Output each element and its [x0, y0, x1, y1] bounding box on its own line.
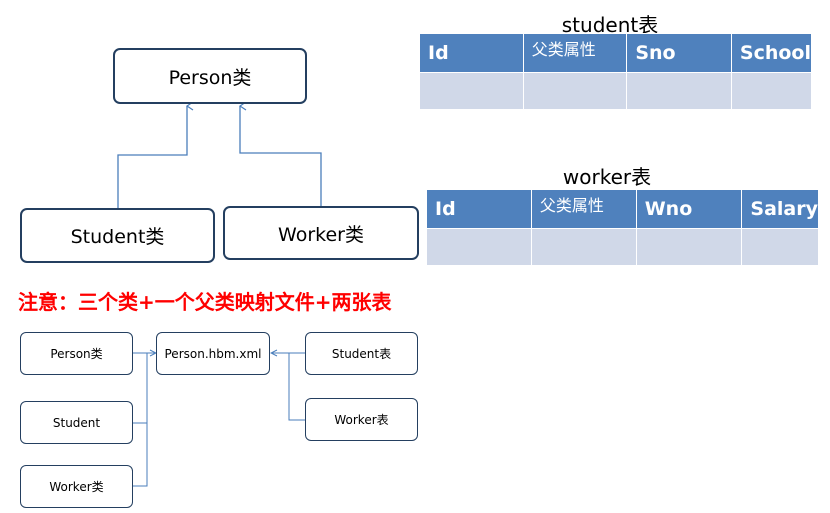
table-cell — [635, 228, 743, 266]
student-class-box: Student类 — [20, 208, 215, 263]
table-cell — [741, 228, 819, 266]
map-worker-class-box: Worker类 — [20, 465, 133, 508]
hbm-file-box: Person.hbm.xml — [156, 332, 270, 375]
student-table-row — [419, 72, 813, 110]
worker-class-box: Worker类 — [223, 206, 419, 260]
note-text: 注意：三个类+一个父类映射文件+两张表 — [18, 290, 392, 314]
table-cell — [522, 72, 628, 110]
student-to-person-arrow — [117, 106, 187, 208]
person-class-box: Person类 — [113, 48, 307, 104]
classes-to-hbm-connector — [133, 352, 148, 487]
worker-table: Id 父类属性 Wno Salary — [426, 189, 819, 266]
student-col-school: School — [730, 33, 813, 73]
table-cell — [419, 72, 524, 110]
student-table: Id 父类属性 Sno School — [419, 33, 813, 110]
student-col-sno: Sno — [626, 33, 732, 73]
worker-col-parent-attrs: 父类属性 — [530, 189, 637, 229]
map-student-table-box: Student表 — [305, 332, 418, 375]
worker-table-header-row: Id 父类属性 Wno Salary — [426, 189, 819, 229]
table-cell — [426, 228, 532, 266]
worker-table-row — [426, 228, 819, 266]
table-cell — [730, 72, 813, 110]
worker-col-id: Id — [426, 189, 532, 229]
worker-col-salary: Salary — [741, 189, 819, 229]
student-col-id: Id — [419, 33, 524, 73]
tables-to-hbm-connector — [288, 352, 305, 421]
worker-to-person-arrow — [240, 106, 322, 206]
student-table-header-row: Id 父类属性 Sno School — [419, 33, 813, 73]
map-worker-table-box: Worker表 — [305, 398, 418, 441]
worker-col-wno: Wno — [635, 189, 743, 229]
map-person-class-box: Person类 — [20, 332, 133, 375]
worker-table-title: worker表 — [562, 165, 652, 189]
table-cell — [530, 228, 637, 266]
table-cell — [626, 72, 732, 110]
student-col-parent-attrs: 父类属性 — [522, 33, 628, 73]
map-student-class-box: Student — [20, 401, 133, 444]
